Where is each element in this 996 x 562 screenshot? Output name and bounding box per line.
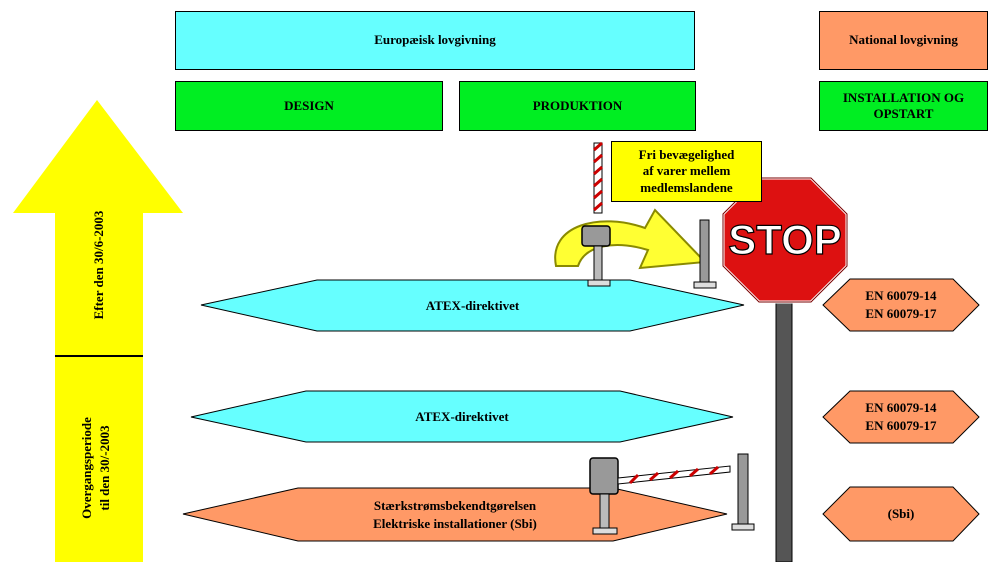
atex-label-1: ATEX-direktivet bbox=[425, 297, 520, 313]
note-line-2: af varer mellem bbox=[642, 163, 731, 179]
standards-label-2: EN 60079-14 EN 60079-17 bbox=[823, 391, 979, 443]
barrier-post-icon bbox=[693, 219, 717, 289]
barrier-open-icon bbox=[581, 141, 611, 287]
standard-en-60079-17-b: EN 60079-17 bbox=[865, 418, 937, 433]
installation-label-line1: INSTALLATION OG bbox=[842, 89, 965, 105]
free-movement-note: Fri bevægelighed af varer mellem medlems… bbox=[611, 141, 762, 202]
sbi-label-line1: Stærkstrømsbekendtgørelsen bbox=[373, 497, 537, 513]
production-box: PRODUKTION bbox=[459, 81, 696, 131]
atex-hexagon-2 bbox=[190, 390, 734, 443]
european-legislation-label: Europæisk lovgivning bbox=[374, 32, 496, 48]
atex-hexagon-1 bbox=[200, 279, 745, 332]
production-label: PRODUKTION bbox=[532, 97, 623, 113]
stop-sign-text: STOP bbox=[728, 216, 842, 263]
national-legislation-label: National lovgivning bbox=[849, 32, 958, 48]
installation-box: INSTALLATION OG OPSTART bbox=[819, 81, 988, 131]
stop-pole bbox=[775, 291, 793, 562]
standard-en-60079-14-a: EN 60079-14 bbox=[865, 288, 937, 304]
installation-label-line2: OPSTART bbox=[873, 106, 934, 121]
design-label: DESIGN bbox=[284, 97, 334, 113]
standard-en-60079-14-b: EN 60079-14 bbox=[865, 400, 937, 416]
transition-period-label: Overgangsperiode til den 30/-2003 bbox=[78, 393, 120, 543]
curved-arrow-icon bbox=[554, 208, 708, 270]
after-date-label: Efter den 30/6-2003 bbox=[91, 210, 106, 320]
note-line-1: Fri bevægelighed bbox=[638, 147, 735, 163]
sbi-label: Stærkstrømsbekendtgørelsen Elektriske in… bbox=[183, 488, 727, 541]
timeline-arrow bbox=[13, 100, 183, 562]
sbi-hexagon bbox=[182, 487, 728, 542]
barrier-closed-icon bbox=[589, 453, 755, 535]
sbi-standard-label: (Sbi) bbox=[887, 506, 915, 522]
standard-en-60079-17-a: EN 60079-17 bbox=[865, 306, 937, 321]
standards-label-1: EN 60079-14 EN 60079-17 bbox=[823, 279, 979, 331]
transition-line-2: til den 30/-2003 bbox=[97, 425, 113, 511]
design-box: DESIGN bbox=[175, 81, 443, 131]
sbi-standard-hexagon bbox=[822, 486, 980, 542]
standards-hexagon-2 bbox=[822, 390, 980, 444]
atex-label-2: ATEX-direktivet bbox=[415, 408, 509, 424]
sbi-label-line2: Elektriske installationer (Sbi) bbox=[373, 515, 537, 531]
national-legislation-box: National lovgivning bbox=[819, 11, 988, 70]
european-legislation-box: Europæisk lovgivning bbox=[175, 11, 695, 70]
note-line-3: medlemslandene bbox=[640, 179, 733, 195]
standards-hexagon-1 bbox=[822, 278, 980, 332]
transition-line-1: Overgangsperiode bbox=[79, 417, 94, 519]
